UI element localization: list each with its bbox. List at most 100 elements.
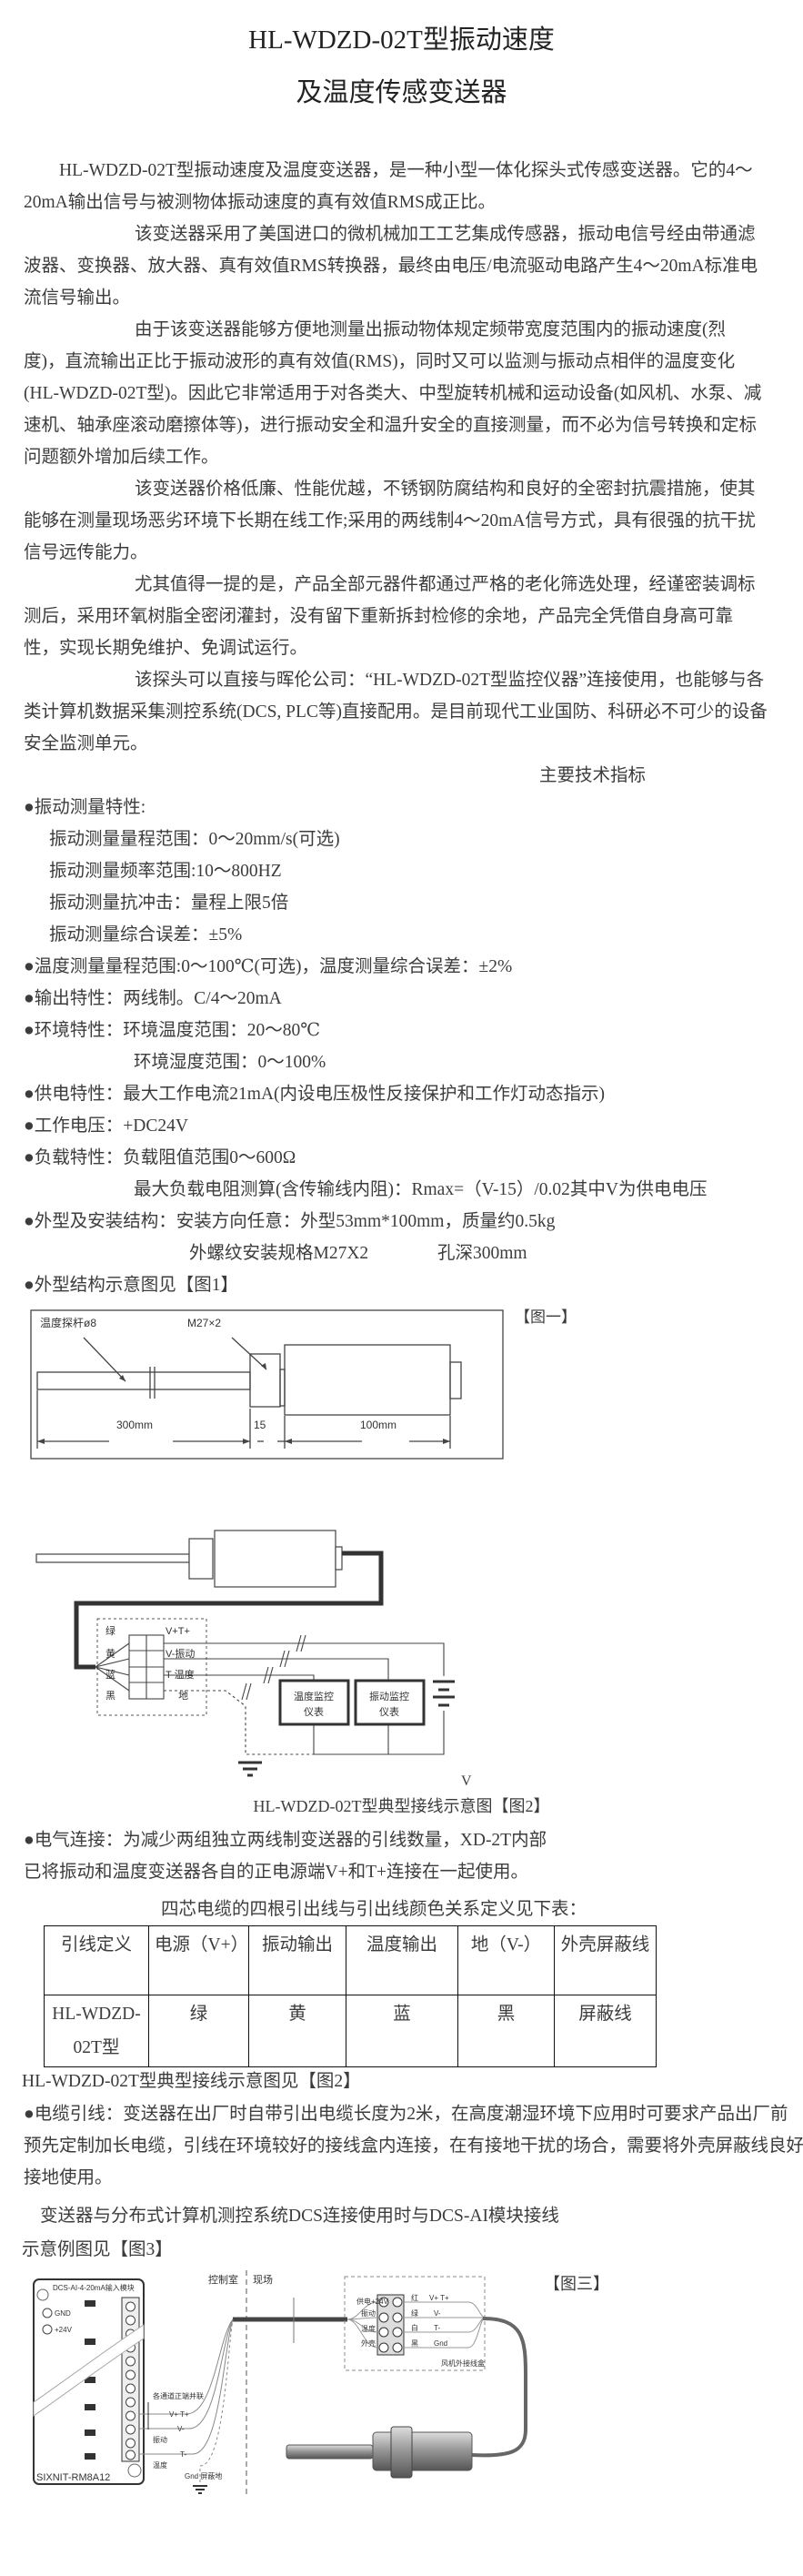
fig1-outline-diagram: 温度探杆ø8 M27×2 300mm 15 100mm xyxy=(30,1309,504,1460)
module-title: DCS-AI-4-20mA输入模块 xyxy=(53,2283,135,2292)
spec-output: ●输出特性：两线制。C/4～20mA xyxy=(24,989,282,1008)
fig1-frame xyxy=(30,1309,504,1460)
text-line: (HL-WDZD-02T型)。因此它非常适用于对各类大、中型旋转机械和运动设备(… xyxy=(24,384,762,403)
spec-item: 振动测量综合误差：±5% xyxy=(49,925,243,945)
table-header: 引线定义 xyxy=(44,1925,149,1995)
specs-heading: 主要技术指标 xyxy=(539,766,647,785)
wire-color-yellow: 黄 xyxy=(105,1647,115,1660)
text-line: 能够在测量现场恶劣环境下长期在线工作;采用的两线制4～20mA信号方式，具有很强… xyxy=(24,511,756,530)
temp-meter-label: 温度监控 xyxy=(294,1690,334,1702)
text-line: 问题额外增加后续工作。 xyxy=(24,448,219,467)
text-line: 流信号输出。 xyxy=(24,288,131,308)
sensor-hex-nut xyxy=(390,2426,413,2479)
box-signal-label: V- xyxy=(434,2309,441,2318)
text-line: 性，实现长期免维护、免调试运行。 xyxy=(24,639,308,658)
table-cell: 屏蔽线 xyxy=(554,1995,657,2067)
wire-color-blue: 蓝 xyxy=(105,1669,115,1681)
spec-mounting: ●外型及安装结构：安装方向任意：外型53mm*100mm，质量约0.5kg xyxy=(24,1212,556,1231)
table-header: 外壳屏蔽线 xyxy=(554,1925,657,1995)
mount-hole xyxy=(127,2463,142,2478)
text-line: 类计算机数据采集测控系统(DCS, PLC等)直接配用。是目前现代工业国防、科研… xyxy=(24,702,768,722)
spec-load: ●负载特性：负载阻值范围0～600Ω xyxy=(24,1148,296,1167)
fig3-dcs-wiring-diagram: DCS-AI-4-20mA输入模块 SIXNIT-RM8A12 GND +24V… xyxy=(33,2270,527,2498)
text-line: 尤其值得一提的是，产品全部元器件都通过严格的老化筛选处理，经谨密装调标 xyxy=(135,575,756,594)
spec-voltage: ●工作电压：+DC24V xyxy=(24,1116,188,1136)
table-row: HL-WDZD-02T型 绿 黄 蓝 黑 屏蔽线 xyxy=(44,1995,657,2067)
box-left-label: 振动 xyxy=(361,2308,376,2318)
cable-line: 预先定制加长电缆，引线在环境较好的接线盒内连接，在有接地干扰的场合，需要将外壳屏… xyxy=(24,2137,803,2156)
box-left-label: 外壳 xyxy=(361,2339,376,2348)
module-24v-label: +24V xyxy=(55,2326,73,2334)
text-line: 由于该变送器能够方便地测量出振动物体规定频带宽度范围内的振动速度(烈 xyxy=(135,320,726,339)
table-cell: 黄 xyxy=(248,1995,346,2067)
text-line: 信号远传能力。 xyxy=(24,543,148,562)
module-terminals xyxy=(42,2301,136,2460)
signal-label: V+ T+ xyxy=(169,2410,189,2419)
text-line: 速机、轴承座滚动磨擦体等)，进行振动安全和温升安全的直接测量，而不必为信号转换和… xyxy=(24,416,757,435)
field-wires-out xyxy=(404,2301,486,2349)
box-signal-label: V+ T+ xyxy=(429,2294,449,2302)
table-cell: 蓝 xyxy=(346,1995,458,2067)
return-line xyxy=(313,1711,445,1755)
box-color-label: 红 xyxy=(411,2293,418,2302)
text-line: HL-WDZD-02T型振动速度及温度变送器，是一种小型一体化探头式传感变送器。… xyxy=(59,161,753,180)
text-line: 该变送器采用了美国进口的微机械加工工艺集成传感器，振动电信号经由带通滤 xyxy=(135,225,756,244)
field-junction-box xyxy=(344,2276,486,2371)
table-header: 温度输出 xyxy=(346,1925,458,1995)
wire-gnd xyxy=(199,2318,234,2482)
supply-voltage-label: V xyxy=(461,1773,472,1789)
module-cutaway xyxy=(33,2324,145,2417)
fig3-reference: 示意例图见【图3】 xyxy=(22,2240,173,2259)
box-signal-label: Gnd xyxy=(434,2339,447,2348)
text-line: 安全监测单元。 xyxy=(24,734,148,753)
wire-fan xyxy=(95,1642,130,1692)
end-cap xyxy=(335,1546,343,1571)
temp-meter-label: 仪表 xyxy=(304,1705,324,1718)
electrical-line: ●电气连接：为减少两组独立两线制变送器的引线数量，XD-2T内部 xyxy=(24,1831,547,1850)
spec-power: ●供电特性：最大工作电流21mA(内设电压极性反接保护和工作灯动态指示) xyxy=(24,1085,606,1104)
thread-text: 外螺纹安装规格M27X2 xyxy=(189,1244,369,1263)
shield-mark xyxy=(241,1634,306,1701)
ground-icon xyxy=(193,2485,207,2494)
field-wires-in xyxy=(346,2301,378,2349)
fig2-reference: HL-WDZD-02T型典型接线示意图见【图2】 xyxy=(22,2072,361,2091)
sensor-cable xyxy=(471,2317,527,2458)
signal-name: 温度 xyxy=(153,2460,167,2470)
text-line: 20mA输出信号与被测物体振动速度的真有效值RMS成正比。 xyxy=(24,193,496,212)
cable-line: 接地使用。 xyxy=(24,2168,113,2187)
table-header: 地（V-） xyxy=(457,1925,555,1995)
spec-item: 振动测量量程范围：0～20mm/s(可选) xyxy=(49,830,340,849)
channel-switches xyxy=(85,2300,95,2460)
table-header: 电源（V+） xyxy=(148,1925,249,1995)
vib-meter xyxy=(354,1679,426,1726)
text-line: 该探头可以直接与晖伦公司：“HL-WDZD-02T型监控仪器”连接使用，也能够与… xyxy=(135,671,765,690)
housing-body xyxy=(284,1344,451,1416)
box-signal-label: T- xyxy=(434,2324,440,2332)
wire-supply xyxy=(164,1642,445,1676)
terminal-label: V+T+ xyxy=(166,1626,190,1637)
probe-label: 温度探杆ø8 xyxy=(40,1316,96,1329)
end-cap xyxy=(449,1361,462,1399)
page-title-line-2: 及温度传感变送器 xyxy=(296,78,507,107)
box-left-label: 供电+24V xyxy=(356,2297,389,2306)
junction-box-name: 风机外接线盒 xyxy=(441,2359,485,2368)
terminal-label: T-温度 xyxy=(166,1668,195,1681)
vib-meter-label: 振动监控 xyxy=(369,1690,409,1702)
spec-item: 振动测量抗冲击：量程上限5倍 xyxy=(49,894,289,913)
table-header: 振动输出 xyxy=(248,1925,346,1995)
box-color-label: 黑 xyxy=(411,2339,418,2348)
probe-leader xyxy=(83,1337,126,1382)
text-line: 该变送器价格低廉、性能优越，不锈钢防腐结构和良好的全密封抗震措施，使其 xyxy=(135,480,756,499)
thread-label: M27×2 xyxy=(187,1317,221,1329)
table-cell: HL-WDZD-02T型 xyxy=(44,1995,149,2067)
wire-tminus xyxy=(139,2318,234,2455)
page-title-line-1: HL-WDZD-02T型振动速度 xyxy=(248,25,555,55)
box-left-label: 温度 xyxy=(361,2324,376,2333)
spec-load-max: 最大负载电阻测算(含传输线内阻)：Rmax=（V-15）/0.02其中V为供电电… xyxy=(134,1180,708,1199)
temp-meter xyxy=(278,1679,350,1726)
intro-and-specs: HL-WDZD-02T型振动速度及温度变送器，是一种小型一体化探头式传感变送器。… xyxy=(0,155,803,1301)
signal-name: 振动 xyxy=(153,2435,167,2444)
electrical-line: 已将振动和温度变送器各自的正电源端V+和T+连接在一起使用。 xyxy=(24,1863,528,1882)
wire-color-table: 引线定义 电源（V+） 振动输出 温度输出 地（V-） 外壳屏蔽线 HL-WDZ… xyxy=(44,1925,657,2067)
